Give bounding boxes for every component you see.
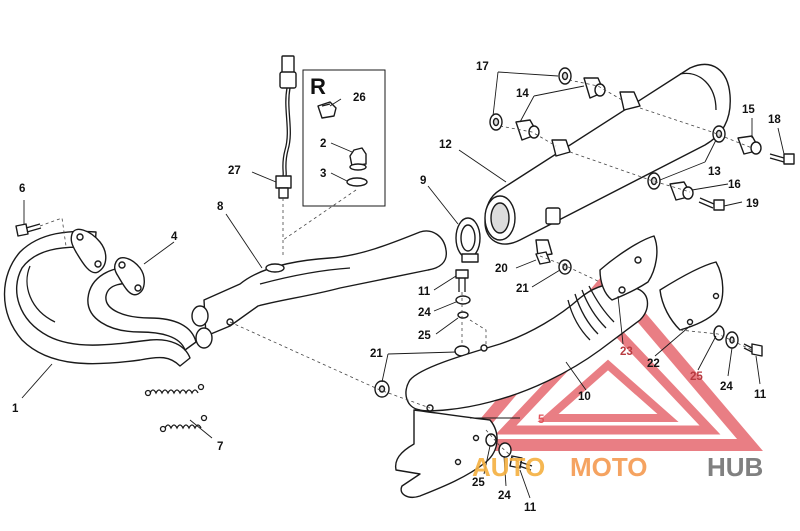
watermark-text-moto: MOTO xyxy=(570,452,648,482)
callout-17: 17 xyxy=(476,61,489,73)
callouts: 1 2 3 4 5 6 7 8 9 10 11 11 11 12 13 14 1… xyxy=(12,61,781,514)
header-pipe-part-1 xyxy=(3,228,191,367)
silencer-part-12 xyxy=(484,63,731,257)
leader-lines xyxy=(21,71,785,499)
callout-26: 26 xyxy=(353,92,366,104)
callout-11a: 11 xyxy=(418,286,431,298)
bushing-part-14b xyxy=(515,119,540,141)
callout-27: 27 xyxy=(228,165,241,177)
callout-16: 16 xyxy=(728,179,741,191)
callout-25a: 25 xyxy=(418,330,431,342)
callout-5: 5 xyxy=(538,414,545,426)
clamp-part-9 xyxy=(455,217,481,263)
callout-11c: 11 xyxy=(524,502,537,514)
callout-15: 15 xyxy=(742,104,755,116)
washer-part-13b xyxy=(647,172,661,190)
plug-part-2 xyxy=(349,147,367,171)
bolt-part-11b xyxy=(743,343,763,357)
bushing-part-15 xyxy=(737,135,762,155)
callout-13: 13 xyxy=(708,166,721,178)
callout-22: 22 xyxy=(647,358,660,370)
bracket-part-22 xyxy=(659,261,724,331)
nut-part-20 xyxy=(535,251,551,265)
callout-3: 3 xyxy=(320,168,326,180)
lambda-sensor-part-27 xyxy=(275,55,297,258)
callout-24a: 24 xyxy=(418,307,431,319)
spring-part-7b xyxy=(159,414,208,433)
callout-18: 18 xyxy=(768,114,781,126)
bolt-part-11c xyxy=(509,455,533,471)
heat-shield-part-10 xyxy=(405,283,649,412)
callout-21a: 21 xyxy=(516,283,529,295)
spacer-part-17b xyxy=(489,113,503,131)
callout-1: 1 xyxy=(12,403,19,415)
callout-2: 2 xyxy=(320,138,326,150)
spacer-part-17a xyxy=(558,67,572,85)
washer-part-21a xyxy=(558,259,572,275)
callout-25b: 25 xyxy=(690,371,703,383)
washer-part-13a xyxy=(712,125,726,143)
watermark-text-auto: AUTO xyxy=(472,452,545,482)
collector-pipe-part-8 xyxy=(191,230,447,349)
callout-23: 23 xyxy=(620,346,633,358)
washer-part-24a xyxy=(455,295,471,305)
lower-shield-part-5 xyxy=(394,409,498,498)
bracket-part-23 xyxy=(599,235,658,301)
washer-part-25a xyxy=(457,311,469,319)
washer-part-25b xyxy=(713,325,725,341)
inset-label: R xyxy=(310,74,326,99)
washer-part-21b xyxy=(374,380,390,398)
bolt-part-6 xyxy=(15,223,42,237)
callout-21b: 21 xyxy=(370,348,383,360)
callout-6: 6 xyxy=(19,183,25,195)
callout-20: 20 xyxy=(495,263,508,275)
bushing-part-14a xyxy=(583,77,606,99)
callout-4: 4 xyxy=(171,231,178,243)
watermark-text: AUTO MOTO HUB xyxy=(472,452,763,482)
callout-9: 9 xyxy=(420,175,426,187)
callout-12: 12 xyxy=(439,139,452,151)
callout-11b: 11 xyxy=(754,389,767,401)
callout-14: 14 xyxy=(516,88,529,100)
bolt-part-18 xyxy=(769,153,795,165)
washer-part-25c xyxy=(485,433,497,447)
oring-part-3 xyxy=(346,177,368,187)
callout-25c: 25 xyxy=(472,477,485,489)
clip-part-26 xyxy=(317,101,337,119)
inset-box-r: R xyxy=(302,69,386,207)
callout-10: 10 xyxy=(578,391,591,403)
bolt-part-19 xyxy=(698,197,725,211)
callout-7: 7 xyxy=(217,441,223,453)
washer-part-24c xyxy=(725,331,739,349)
watermark-text-hub: HUB xyxy=(707,452,763,482)
spring-part-7a xyxy=(144,383,205,397)
header-pipe-part-4 xyxy=(87,257,197,351)
callout-24c: 24 xyxy=(498,490,511,502)
callout-8: 8 xyxy=(217,201,224,213)
bushing-part-16 xyxy=(669,181,694,201)
callout-19: 19 xyxy=(746,198,759,210)
bolt-part-11a xyxy=(455,269,469,292)
callout-24b: 24 xyxy=(720,381,733,393)
